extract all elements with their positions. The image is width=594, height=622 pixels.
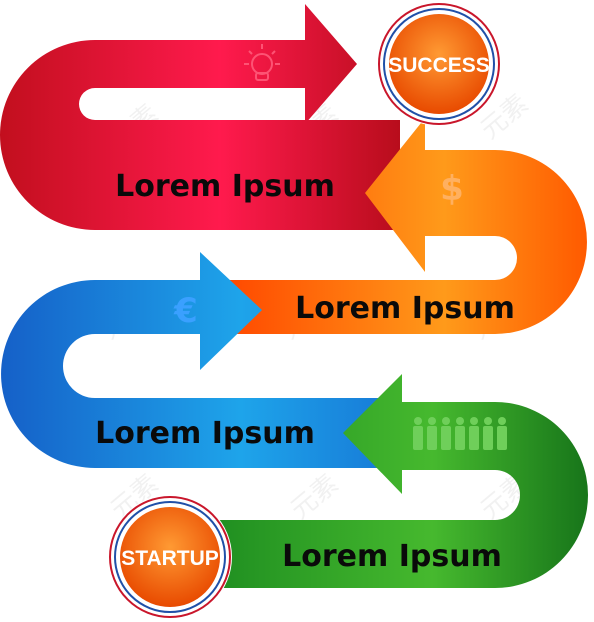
people-icon <box>413 417 507 450</box>
dollar-icon: $ <box>440 169 464 209</box>
step-2-label: Lorem Ipsum <box>295 291 515 326</box>
success-node: SUCCESS <box>377 2 501 126</box>
step-3-blue-band <box>1 252 400 468</box>
watermark-text: 元素 <box>285 469 344 525</box>
success-label: SUCCESS <box>388 54 490 77</box>
euro-icon: € <box>173 291 198 331</box>
step-2-orange-band <box>230 118 587 334</box>
lightbulb-icon <box>244 44 280 81</box>
step-1-red-band <box>0 4 400 230</box>
step-3-label: Lorem Ipsum <box>95 416 315 451</box>
startup-node: STARTUP <box>108 495 232 619</box>
step-1-label: Lorem Ipsum <box>115 169 335 204</box>
startup-label: STARTUP <box>121 547 219 570</box>
step-4-label: Lorem Ipsum <box>282 539 502 574</box>
